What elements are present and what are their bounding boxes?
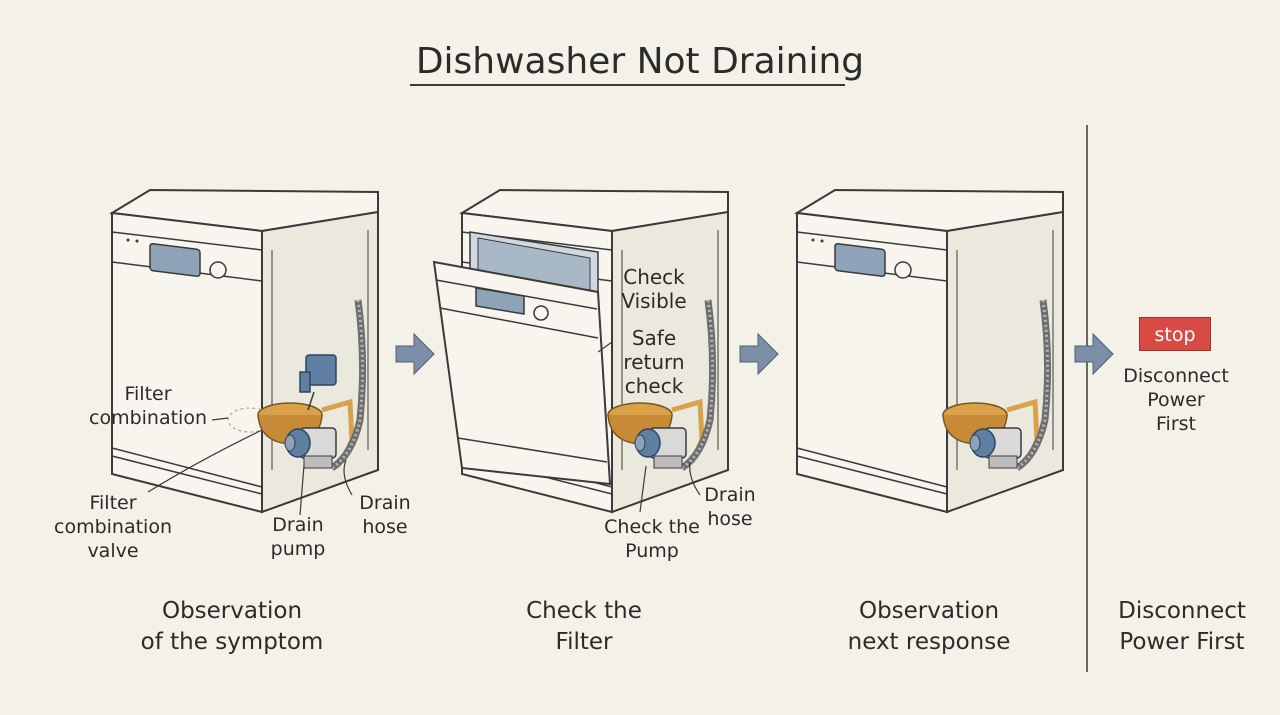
caption-step-4: Disconnect Power First (1092, 596, 1272, 658)
label-line: return (623, 350, 685, 374)
label-line: Disconnect (1123, 365, 1229, 387)
caption-line: Observation (858, 598, 1000, 624)
label-line: Drain (272, 514, 324, 536)
label-line: hose (362, 516, 408, 538)
label-line: Filter (89, 492, 137, 514)
label-line: First (1156, 413, 1196, 435)
label-line: pump (270, 538, 326, 560)
caption-line: Disconnect (1118, 598, 1246, 624)
washer-1 (111, 189, 379, 516)
label-line: Drain (704, 484, 756, 506)
label-drain-hose: Drain hose (345, 491, 425, 539)
label-line: Drain (359, 492, 411, 514)
page-title: Dishwasher Not Draining (415, 41, 865, 82)
label-check-visible: Check Visible (604, 265, 704, 313)
label-line: Filter (124, 383, 172, 405)
arrow-2 (739, 332, 779, 376)
label-safe-return-check: Safe return check (604, 326, 704, 398)
label-filter-combination-valve: Filter combination valve (40, 491, 186, 563)
label-line: valve (87, 540, 139, 562)
label-drain-pump: Drain pump (258, 513, 338, 561)
label-drain-hose-2: Drain hose (690, 483, 770, 531)
caption-line: next response (847, 629, 1011, 655)
label-line: Power (1147, 389, 1205, 411)
arrow-3 (1074, 332, 1114, 376)
label-line: check (624, 374, 684, 398)
label-line: Visible (621, 289, 687, 313)
caption-step-3: Observation next response (826, 596, 1032, 658)
label-line: Check (623, 265, 685, 289)
caption-step-2: Check the Filter (484, 596, 684, 658)
label-line: combination (54, 516, 172, 538)
label-line: Safe (631, 326, 677, 350)
caption-line: Check the (526, 598, 642, 624)
label-line: combination (89, 407, 207, 429)
washer-3 (796, 189, 1064, 513)
washer-2-open-door (432, 231, 701, 513)
caption-step-1: Observation of the symptom (112, 596, 352, 658)
label-line: Check the (604, 516, 700, 538)
caption-line: Filter (555, 629, 613, 655)
caption-line: of the symptom (140, 629, 324, 655)
label-check-the-pump: Check the Pump (594, 515, 710, 563)
label-line: hose (707, 508, 753, 530)
arrow-1 (395, 332, 435, 376)
caption-line: Observation (161, 598, 303, 624)
label-line: Pump (625, 540, 679, 562)
stop-badge: stop (1139, 317, 1211, 351)
label-disconnect-power-first: Disconnect Power First (1106, 364, 1246, 436)
caption-line: Power First (1119, 629, 1245, 655)
label-filter-combination: Filter combination (78, 382, 218, 430)
